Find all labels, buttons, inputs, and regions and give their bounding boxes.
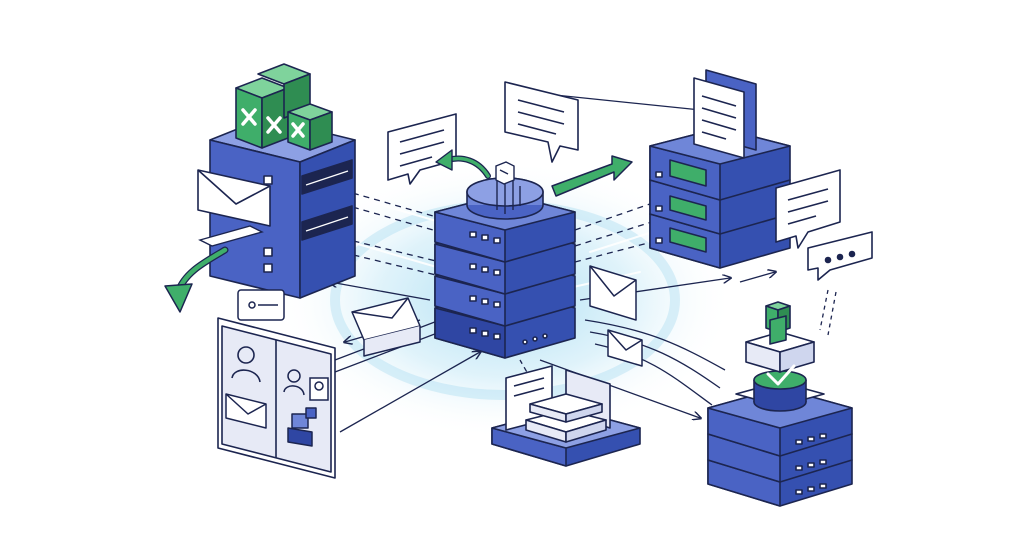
green-arrow-icon [164,246,229,313]
chat-bubble-icon [504,81,579,163]
dashed-connector [827,291,837,336]
chat-bubble-icon [387,113,457,185]
chat-bubble-icon [775,169,841,249]
probe-lines [495,161,521,214]
connector-arrow [339,352,480,433]
close-icon [241,108,305,138]
chair-icon [287,407,317,447]
envelope-icon [607,329,643,367]
archive-platform [491,365,641,467]
connector-arrow [330,282,431,301]
users-icon [283,369,329,401]
user-icon [231,346,261,383]
envelope-icon [197,169,271,227]
chat-bubble-icon [807,231,873,281]
envelope-icon [225,393,267,429]
verified-server [707,301,853,507]
green-arrow-icon [551,155,633,197]
green-arrow-icon [435,149,491,179]
document-icon [693,69,757,159]
error-cubes [235,63,333,151]
connector-arrow [554,94,720,112]
dashed-connector [819,289,829,331]
flow-line [584,319,726,371]
chat-bubble-icon [237,289,285,321]
connector-arrow [739,272,775,283]
central-server-stack [434,177,576,359]
check-icon [766,364,796,386]
output-tray [198,225,264,247]
envelope-icon [351,297,421,357]
envelope-icon [589,265,637,321]
document-server [649,127,791,269]
connector-line [334,331,441,373]
